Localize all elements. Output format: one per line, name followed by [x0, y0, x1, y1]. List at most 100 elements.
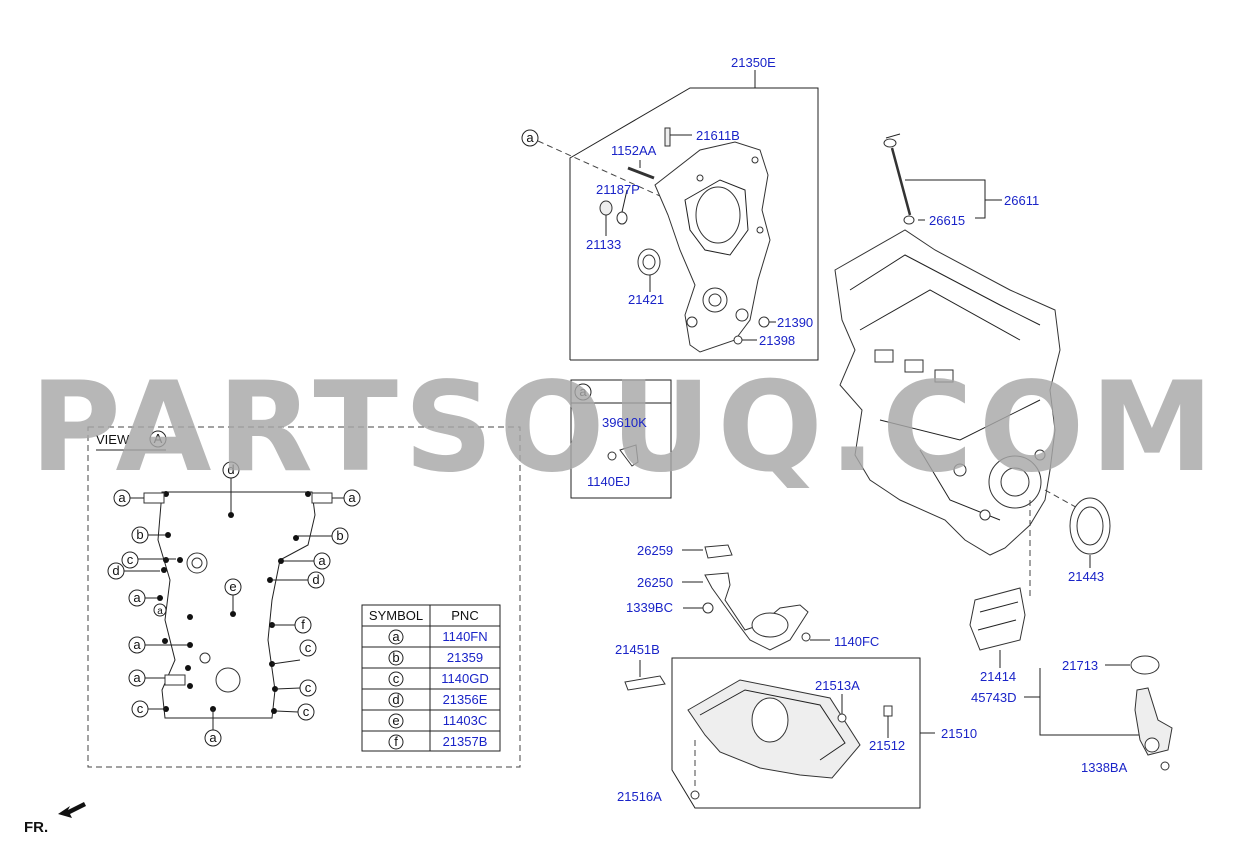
table-pnc-link[interactable]: 21356E [443, 692, 488, 707]
pnc-1152AA[interactable]: 1152AA [611, 143, 657, 158]
pnc-26250[interactable]: 26250 [637, 575, 673, 590]
drain-plug-21513A[interactable] [837, 713, 847, 723]
inset-a-box: a [570, 379, 672, 499]
pnc-26259[interactable]: 26259 [637, 543, 673, 558]
svg-text:b: b [136, 527, 143, 542]
oring-21713[interactable] [1130, 655, 1160, 675]
engine-block[interactable] [834, 229, 1091, 600]
pnc-21390[interactable]: 21390 [777, 315, 813, 330]
dipstick-part[interactable] [890, 147, 912, 216]
gasket-outline[interactable] [157, 491, 316, 719]
view-marker-c-1: c [121, 551, 139, 569]
oring-21187P[interactable] [616, 211, 628, 225]
pnc-26615[interactable]: 26615 [929, 213, 965, 228]
svg-text:c: c [305, 680, 312, 695]
bracket-21451B[interactable] [624, 660, 666, 691]
pnc-21350E[interactable]: 21350E [731, 55, 776, 70]
pnc-21398[interactable]: 21398 [759, 333, 795, 348]
table-header-pnc: PNC [451, 608, 478, 623]
svg-text:c: c [305, 640, 312, 655]
filter-housing-45743D[interactable] [1134, 687, 1173, 756]
pnc-21510[interactable]: 21510 [941, 726, 977, 741]
view-marker-b-1: b [131, 526, 149, 544]
svg-text:a: a [209, 730, 217, 745]
pnc-21443[interactable]: 21443 [1068, 569, 1104, 584]
svg-text:d: d [112, 563, 119, 578]
pnc-39610K[interactable]: 39610K [602, 415, 647, 430]
pnc-45743D[interactable]: 45743D [971, 690, 1017, 705]
view-marker-e: e [224, 578, 242, 596]
table-pnc-link[interactable]: 21359 [447, 650, 483, 665]
pnc-1140EJ[interactable]: 1140EJ [587, 474, 630, 489]
svg-text:b: b [336, 528, 343, 543]
view-marker-a-6: a [128, 636, 146, 654]
pnc-21451B[interactable]: 21451B [615, 642, 660, 657]
sensor-21512[interactable] [883, 705, 893, 717]
svg-text:c: c [303, 704, 310, 719]
timing-cover-group: a [521, 70, 819, 361]
pnc-1339BC[interactable]: 1339BC [626, 600, 673, 615]
pnc-21611B[interactable]: 21611B [696, 128, 740, 143]
pnc-21133[interactable]: 21133 [586, 237, 621, 252]
pnc-21414[interactable]: 21414 [980, 669, 1016, 684]
svg-text:d: d [227, 462, 234, 477]
part-number-labels: 21350E 21611B 1152AA 21187P 21133 21421 … [586, 55, 1128, 804]
svg-text:a: a [118, 490, 126, 505]
table-row: a 1140FN [388, 629, 488, 645]
oring-21398[interactable] [733, 335, 743, 345]
pnc-21516A[interactable]: 21516A [617, 789, 662, 804]
oil-pan-group [671, 657, 935, 809]
view-marker-a-5: a [153, 603, 167, 617]
timing-cover-part[interactable] [654, 141, 771, 353]
oring-21390[interactable] [758, 316, 770, 328]
table-header-symbol: SYMBOL [369, 608, 423, 623]
gasket-26259[interactable] [704, 544, 733, 559]
clip-39610K[interactable] [619, 444, 639, 467]
table-pnc-link[interactable]: 11403C [443, 713, 488, 728]
svg-text:c: c [393, 671, 400, 686]
bolt-1339BC[interactable] [702, 602, 714, 614]
svg-text:d: d [392, 692, 399, 707]
view-a-box: VIEW A [87, 426, 521, 768]
plug-21133[interactable] [599, 200, 613, 216]
table-pnc-link[interactable]: 21357B [443, 734, 488, 749]
bolt-1140FC[interactable] [801, 632, 811, 642]
bolt-1338BA[interactable] [1160, 761, 1170, 771]
pnc-1140FC[interactable]: 1140FC [834, 634, 879, 649]
table-row: d 21356E [388, 692, 488, 708]
pnc-21713[interactable]: 21713 [1062, 658, 1098, 673]
table-row: f 21357B [388, 734, 488, 750]
svg-text:e: e [392, 713, 399, 728]
oil-strainer-group [682, 544, 830, 651]
rear-oil-seal-21443[interactable] [1069, 497, 1111, 568]
inset-a-letter: a [579, 384, 587, 399]
pnc-1338BA[interactable]: 1338BA [1081, 760, 1128, 775]
callout-a-marker[interactable] [521, 129, 539, 147]
oil-strainer-26250[interactable] [704, 572, 809, 651]
pnc-21513A[interactable]: 21513A [815, 678, 860, 693]
table-pnc-link[interactable]: 1140GD [441, 671, 488, 686]
view-marker-d-2: d [107, 562, 125, 580]
svg-text:a: a [318, 553, 326, 568]
pnc-26611[interactable]: 26611 [1004, 193, 1039, 208]
oring-26615[interactable] [903, 215, 915, 225]
view-marker-c-5: c [297, 703, 315, 721]
view-marker-a-3: a [313, 552, 331, 570]
svg-text:a: a [392, 629, 400, 644]
pnc-21421[interactable]: 21421 [628, 292, 664, 307]
symbol-table: SYMBOL PNC a 1140FN b 21359 c 1140GD d 2… [361, 604, 501, 752]
view-marker-d-3: d [307, 571, 325, 589]
svg-text:a: a [133, 590, 141, 605]
dowel-pin-21611B[interactable] [664, 127, 671, 147]
table-pnc-link[interactable]: 1140FN [442, 629, 487, 644]
pnc-21187P[interactable]: 21187P [596, 182, 640, 197]
baffle-21414[interactable] [969, 587, 1026, 668]
bolt-21516A[interactable] [690, 790, 700, 800]
svg-text:a: a [157, 606, 163, 617]
svg-text:c: c [127, 552, 134, 567]
view-marker-b-2: b [331, 527, 349, 545]
dipstick-group [883, 133, 1002, 225]
pnc-21512[interactable]: 21512 [869, 738, 905, 753]
svg-text:a: a [133, 637, 141, 652]
svg-text:a: a [348, 490, 356, 505]
